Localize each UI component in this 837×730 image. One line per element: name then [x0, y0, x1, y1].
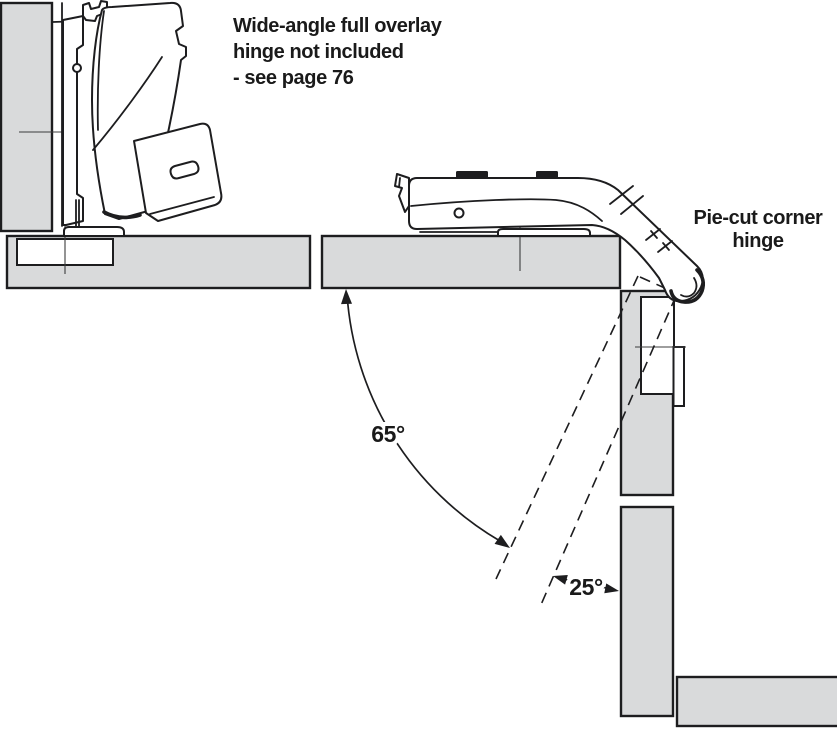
pie-cut-label-line1: Pie-cut corner: [694, 207, 823, 229]
arm-screw-hole: [453, 207, 465, 219]
angle-65-label: 65°: [371, 421, 405, 447]
wing-plate-bottom-line: [149, 196, 215, 215]
angle-25-left-arrowhead: [553, 575, 568, 585]
arm-joint-lines: [609, 185, 644, 215]
angle-25-right-arrowhead: [604, 583, 619, 594]
door-plate-inner-edge: [96, 10, 105, 131]
screw-hole: [72, 63, 82, 73]
pie-cut-label: Pie-cut corner hinge: [694, 207, 824, 252]
hinge-arm-body: [408, 177, 704, 303]
door-tip-dashed-line: [639, 276, 677, 294]
door-plate-crease: [92, 56, 163, 151]
angle-25-label: 25°: [569, 574, 603, 600]
wing-plate-slot: [169, 160, 200, 180]
bottom-panel-right: [675, 675, 837, 728]
wide-angle-hinge-drawing: [52, 0, 223, 237]
base-plate: [63, 226, 125, 237]
pie-cut-hinge-drawing: [394, 171, 705, 304]
arc-arrowhead-up: [341, 289, 353, 305]
hook-curl-outer: [669, 268, 705, 304]
hinge-cup-recess-right: [640, 296, 675, 395]
wide-angle-note-line2: hinge not included: [233, 41, 404, 63]
corner-post-lower: [619, 505, 675, 718]
door-open-dashed-lines: [495, 275, 677, 608]
pie-cut-label-line2: hinge: [732, 230, 784, 252]
arc-arrowhead-down: [494, 534, 510, 548]
cabinet-side-panel: [0, 1, 54, 233]
hinge-tab-left: [456, 171, 488, 178]
front-clip: [394, 173, 410, 213]
hinge-tab-right: [536, 171, 558, 178]
wide-angle-note-line3: - see page 76: [233, 67, 354, 89]
top-panel-right: [320, 234, 622, 290]
arm-base-plate: [497, 228, 591, 237]
top-clip: [82, 0, 108, 22]
foot-stem: [75, 199, 80, 228]
elbow-heavy-line: [102, 210, 142, 220]
door-back-dashed-line: [539, 295, 677, 608]
mounting-plate-edge: [672, 346, 685, 407]
front-clip-line: [398, 177, 401, 188]
arm-inner-line: [410, 198, 603, 222]
wide-angle-note: Wide-angle full overlay hinge not includ…: [233, 15, 443, 89]
angle-65-annotation: 65°: [341, 289, 510, 548]
angle-25-annotation: 25°: [553, 570, 619, 604]
door-face-dashed-line: [495, 275, 639, 580]
mounting-plate: [62, 15, 84, 226]
arm-adjustment-marks: [645, 228, 673, 253]
wide-angle-note-line1: Wide-angle full overlay: [233, 15, 443, 37]
angle-65-arc: [346, 293, 501, 542]
hook-curl-inner: [680, 277, 698, 298]
